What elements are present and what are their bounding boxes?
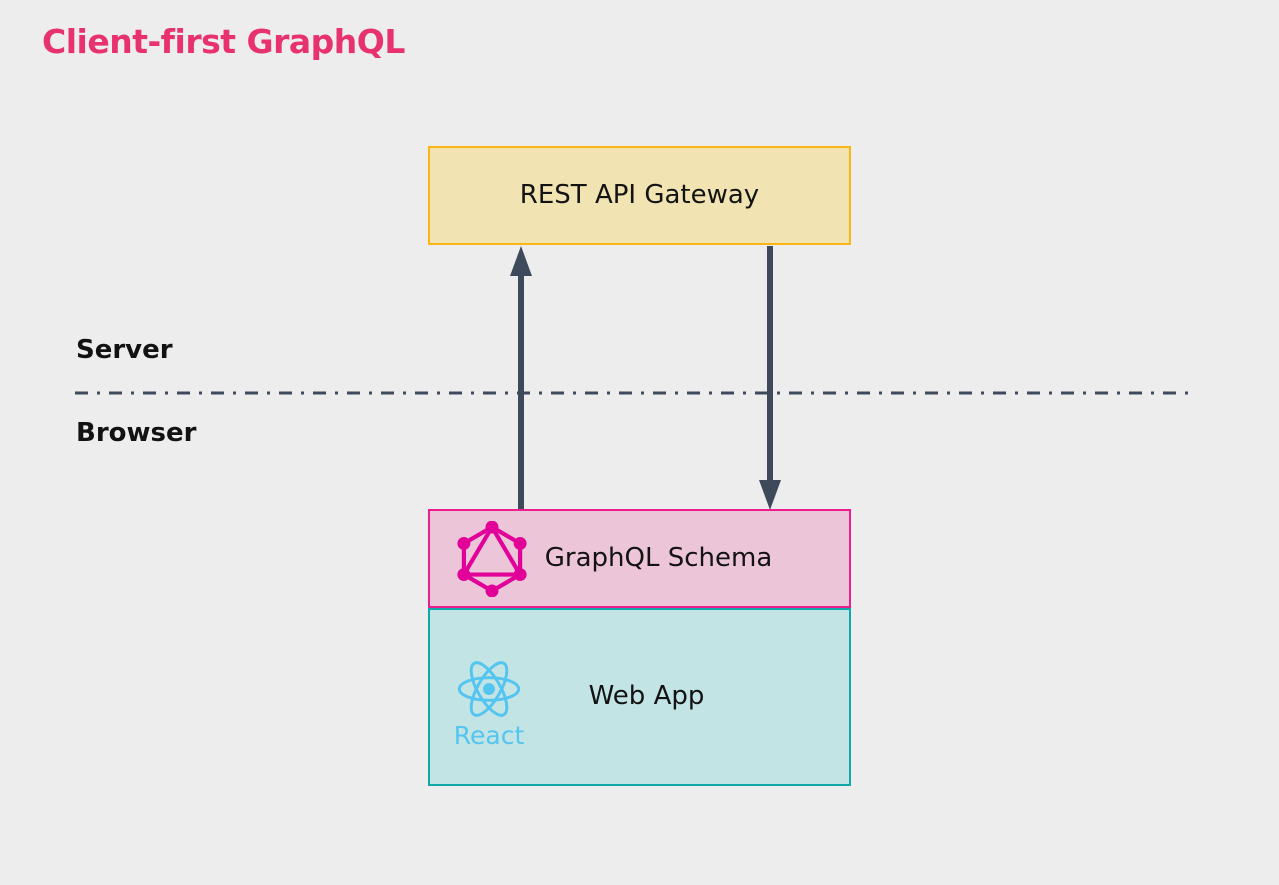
react-logo-block: React (446, 658, 532, 750)
react-logo-icon (457, 661, 521, 717)
arrow-down-gateway-to-schema (759, 246, 781, 510)
node-web-app[interactable]: React Web App (428, 608, 851, 786)
node-graphql-schema[interactable]: GraphQL Schema (428, 509, 851, 608)
node-graphql-schema-label: GraphQL Schema (544, 542, 773, 573)
zone-label-browser: Browser (76, 418, 197, 448)
node-web-app-label: Web App (588, 681, 705, 712)
node-rest-api-gateway[interactable]: REST API Gateway (428, 146, 851, 245)
graphql-logo-icon (457, 521, 527, 597)
react-logo-caption: React (453, 721, 525, 750)
zone-label-server: Server (76, 335, 173, 365)
arrow-up-schema-to-gateway (510, 246, 532, 510)
node-rest-api-gateway-label: REST API Gateway (519, 179, 760, 210)
page-title: Client-first GraphQL (42, 22, 405, 61)
